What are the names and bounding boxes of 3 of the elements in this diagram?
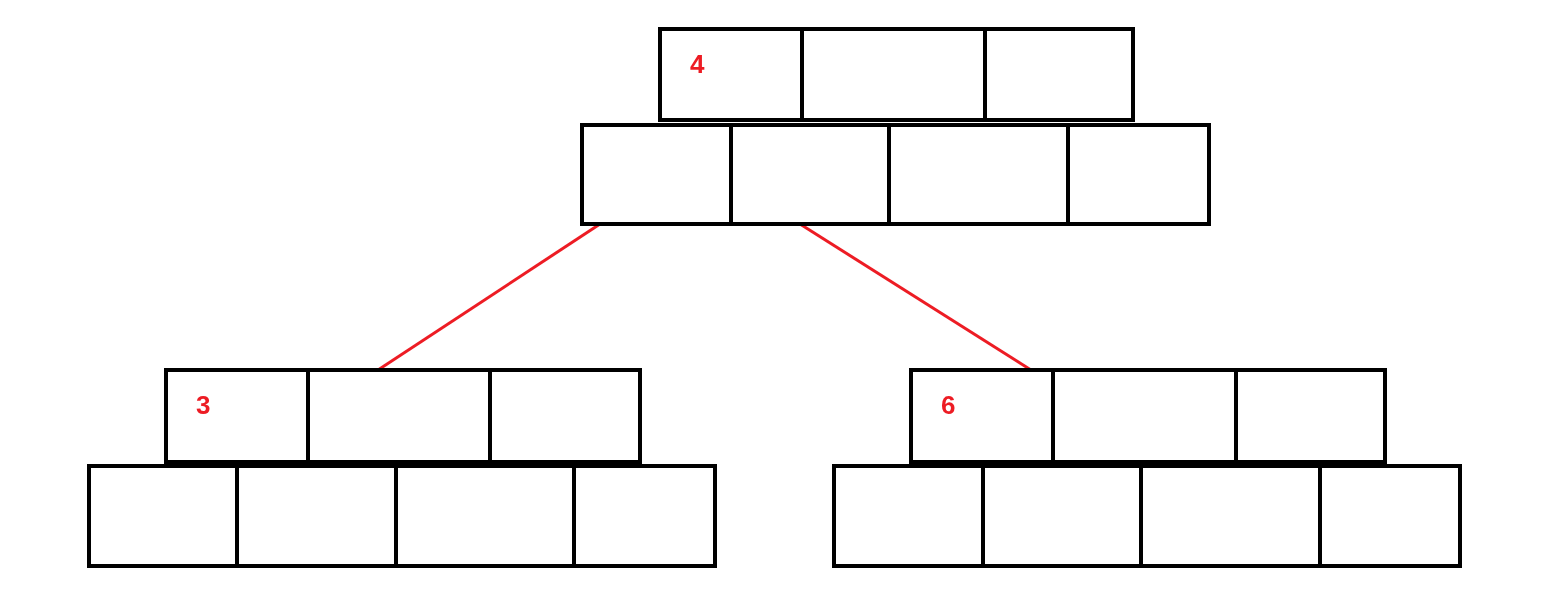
key-number: 4 xyxy=(690,49,705,80)
key-number: 3 xyxy=(196,390,211,421)
key-number: 6 xyxy=(941,390,956,421)
